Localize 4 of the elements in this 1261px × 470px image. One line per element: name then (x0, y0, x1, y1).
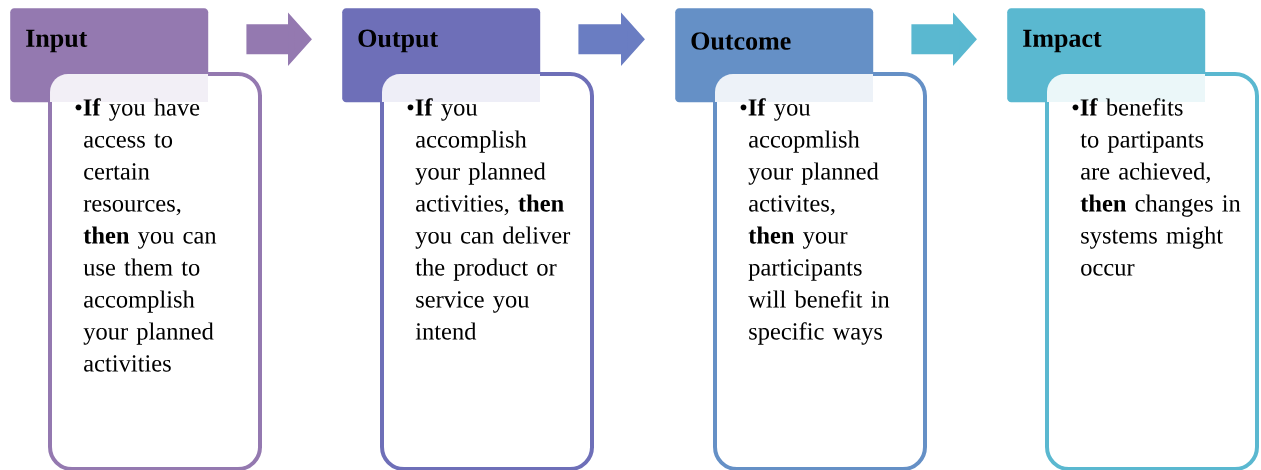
text-card: •If you accopmlish your planned activites, then your participants will benefit in specific ways (713, 72, 927, 470)
text-card: •If benefits to partipants are achieved, then changes in systems might occur (1045, 72, 1259, 470)
text-card: •If you accomplish your planned activities, then you can deliver the product or service you intend (380, 72, 594, 470)
text-card: •If you have access to certain resources, then you can use them to accomplish your planned activities (48, 72, 262, 470)
